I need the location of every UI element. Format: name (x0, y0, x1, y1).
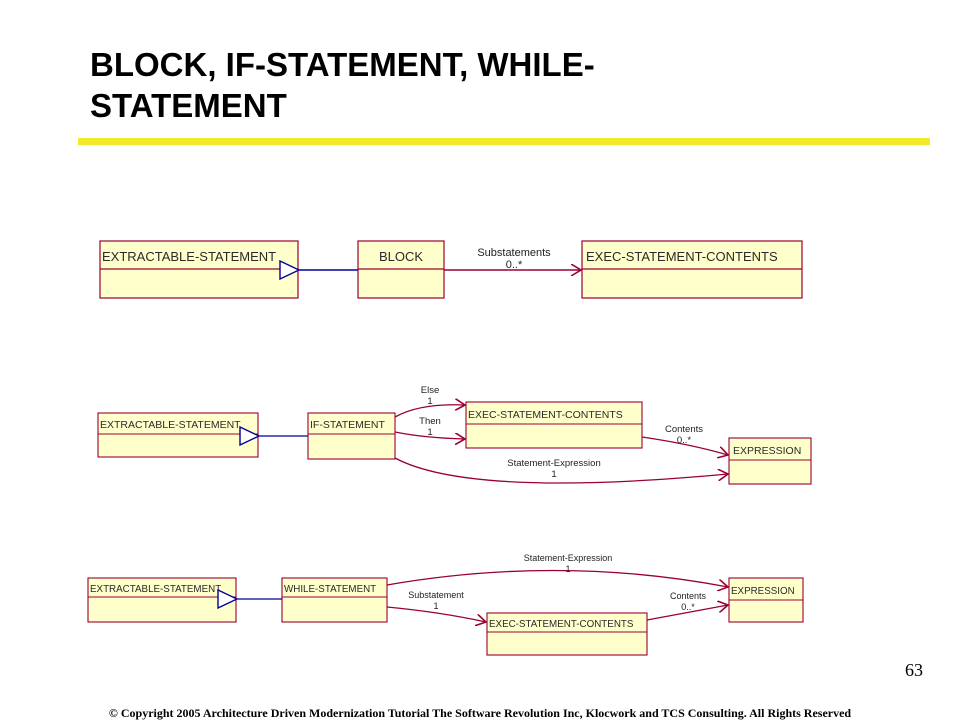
class-block: BLOCK (357, 240, 445, 299)
class-exec-statement-contents-2: EXEC-STATEMENT-CONTENTS (465, 401, 643, 449)
slide-title-line2: STATEMENT (90, 87, 287, 124)
statement-expression-multiplicity: 1 (565, 564, 570, 574)
statement-expression-role: Statement-Expression (507, 458, 600, 469)
page-number: 63 (905, 660, 923, 680)
contents-role: Contents (670, 591, 707, 601)
statement-expression-association-arrow (386, 569, 728, 587)
class-expression-2: EXPRESSION (728, 577, 804, 623)
association-role: Substatements (477, 247, 551, 259)
substatement-role: Substatement (408, 590, 464, 600)
class-name: EXTRACTABLE-STATEMENT (90, 584, 221, 595)
if-statement-diagram: EXTRACTABLE-STATEMENT IF-STATEMENT EXEC-… (97, 385, 812, 485)
class-exec-statement-contents-1: EXEC-STATEMENT-CONTENTS (581, 240, 803, 299)
else-multiplicity: 1 (427, 396, 432, 407)
contents-role: Contents (665, 424, 703, 435)
slide-title-line1: BLOCK, IF-STATEMENT, WHILE- (90, 46, 595, 83)
then-multiplicity: 1 (427, 427, 432, 438)
class-name: IF-STATEMENT (310, 419, 385, 431)
class-exec-statement-contents-3: EXEC-STATEMENT-CONTENTS (486, 612, 648, 656)
statement-expression-multiplicity: 1 (551, 469, 556, 480)
class-if-statement: IF-STATEMENT (307, 412, 396, 460)
class-while-statement: WHILE-STATEMENT (281, 577, 388, 623)
block-diagram: EXTRACTABLE-STATEMENT BLOCK EXEC-STATEME… (99, 240, 803, 299)
contents-association-arrow (641, 436, 728, 455)
else-association-arrow (394, 405, 465, 418)
copyright-footer: © Copyright 2005 Architecture Driven Mod… (108, 706, 852, 720)
class-extractable-statement-1: EXTRACTABLE-STATEMENT (99, 240, 299, 299)
class-name: EXTRACTABLE-STATEMENT (100, 419, 241, 431)
class-name: WHILE-STATEMENT (284, 584, 376, 595)
class-name: BLOCK (379, 249, 423, 264)
title-underline-rule (78, 138, 930, 145)
statement-expression-role: Statement-Expression (524, 553, 613, 563)
slide-title: BLOCK, IF-STATEMENT, WHILE- STATEMENT (90, 44, 790, 126)
then-association-arrow (394, 431, 465, 439)
contents-multiplicity: 0..* (677, 435, 692, 446)
statement-expression-association-arrow (394, 457, 728, 484)
contents-multiplicity: 0..* (681, 602, 695, 612)
class-name: EXEC-STATEMENT-CONTENTS (489, 619, 634, 630)
class-name: EXPRESSION (731, 586, 795, 597)
class-expression-1: EXPRESSION (728, 437, 812, 485)
contents-association-arrow (646, 605, 728, 621)
while-statement-diagram: EXTRACTABLE-STATEMENT WHILE-STATEMENT EX… (87, 553, 804, 656)
class-name: EXEC-STATEMENT-CONTENTS (586, 249, 778, 264)
substatement-multiplicity: 1 (433, 601, 438, 611)
class-name: EXEC-STATEMENT-CONTENTS (468, 409, 623, 421)
class-name: EXTRACTABLE-STATEMENT (102, 249, 276, 264)
else-role: Else (421, 385, 439, 396)
class-name: EXPRESSION (733, 445, 801, 457)
then-role: Then (419, 416, 441, 427)
class-extractable-statement-2: EXTRACTABLE-STATEMENT (97, 412, 259, 458)
class-extractable-statement-3: EXTRACTABLE-STATEMENT (87, 577, 237, 623)
association-multiplicity: 0..* (506, 259, 523, 271)
substatement-association-arrow (386, 606, 486, 622)
